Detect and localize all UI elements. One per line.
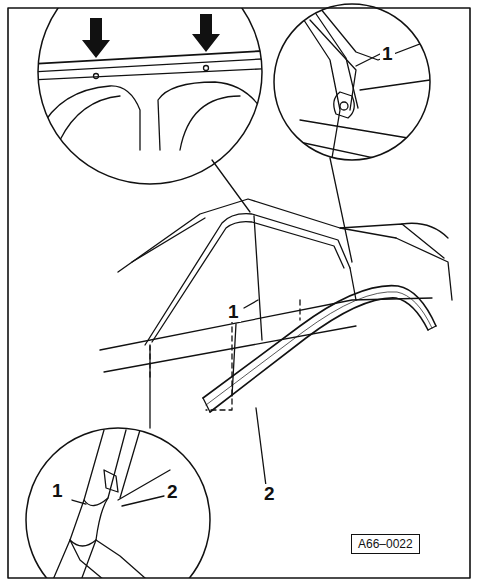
figure-number: A66–0022 xyxy=(358,537,413,551)
figure-number-box: A66–0022 xyxy=(351,534,420,554)
callout-number: 2 xyxy=(262,484,277,504)
callout-number: 1 xyxy=(226,302,241,322)
callout-number: 1 xyxy=(380,44,395,64)
callout-number: 1 xyxy=(50,481,65,501)
callout-number: 2 xyxy=(165,482,180,502)
